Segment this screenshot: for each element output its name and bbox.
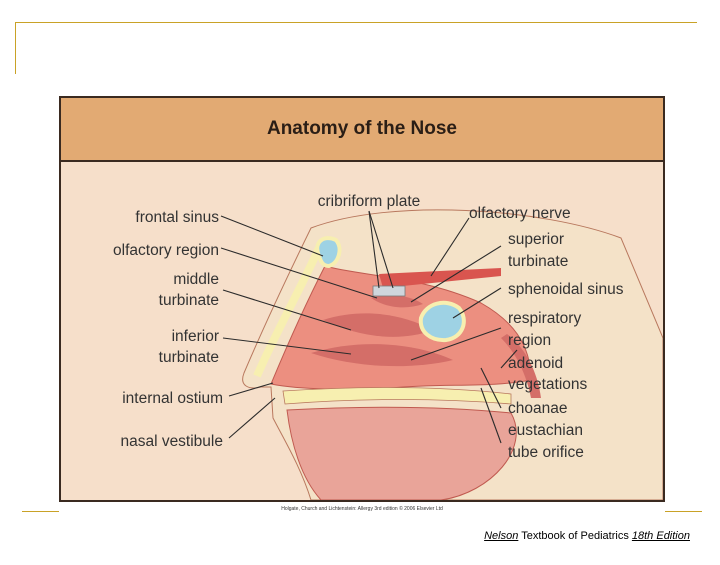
figure-credit: Holgate, Church and Lichtenstein: Allerg… <box>59 506 665 512</box>
source-citation: Nelson Textbook of Pediatrics 18th Editi… <box>484 530 690 542</box>
label-middle-turbinate-line2: turbinate <box>159 292 219 309</box>
diagram-panel: Anatomy of the Nose <box>59 96 665 502</box>
source-book-name: Nelson <box>484 530 518 542</box>
label-superior-turbinate-line1: superior <box>508 231 564 248</box>
label-choanae: choanae <box>508 400 567 417</box>
bottom-left-accent-line <box>22 511 59 512</box>
label-eustachian-line2: tube orifice <box>508 444 584 461</box>
label-inferior-turbinate-line1: inferior <box>172 328 219 345</box>
leader-nasal-vestibule <box>229 398 275 438</box>
frontal-sinus-shape <box>317 238 339 266</box>
source-book-title: Textbook of Pediatrics <box>518 530 632 542</box>
bottom-right-accent-line <box>665 511 702 512</box>
label-olfactory-region: olfactory region <box>113 242 219 259</box>
source-edition: 18th Edition <box>632 530 690 542</box>
label-middle-turbinate-line1: middle <box>173 271 219 288</box>
label-respiratory-region-line2: region <box>508 332 551 349</box>
label-respiratory-region-line1: respiratory <box>508 310 581 327</box>
label-internal-ostium: internal ostium <box>122 390 223 407</box>
cribriform-plate-shape <box>373 286 405 296</box>
label-adenoid-vegetations-line1: adenoid <box>508 355 563 372</box>
label-olfactory-nerve: olfactory nerve <box>469 205 571 222</box>
label-sphenoidal-sinus: sphenoidal sinus <box>508 281 624 298</box>
label-nasal-vestibule: nasal vestibule <box>120 433 223 450</box>
top-accent-line <box>15 22 697 23</box>
label-adenoid-vegetations-line2: vegetations <box>508 376 588 393</box>
label-eustachian-line1: eustachian <box>508 422 583 439</box>
nose-anatomy-diagram: frontal sinus olfactory region middle tu… <box>61 98 663 500</box>
label-frontal-sinus: frontal sinus <box>135 209 219 226</box>
label-superior-turbinate-line2: turbinate <box>508 253 568 270</box>
sphenoidal-sinus-shape <box>421 303 464 340</box>
label-cribriform-plate: cribriform plate <box>318 193 421 210</box>
label-inferior-turbinate-line2: turbinate <box>159 349 219 366</box>
left-accent-line <box>15 22 16 74</box>
